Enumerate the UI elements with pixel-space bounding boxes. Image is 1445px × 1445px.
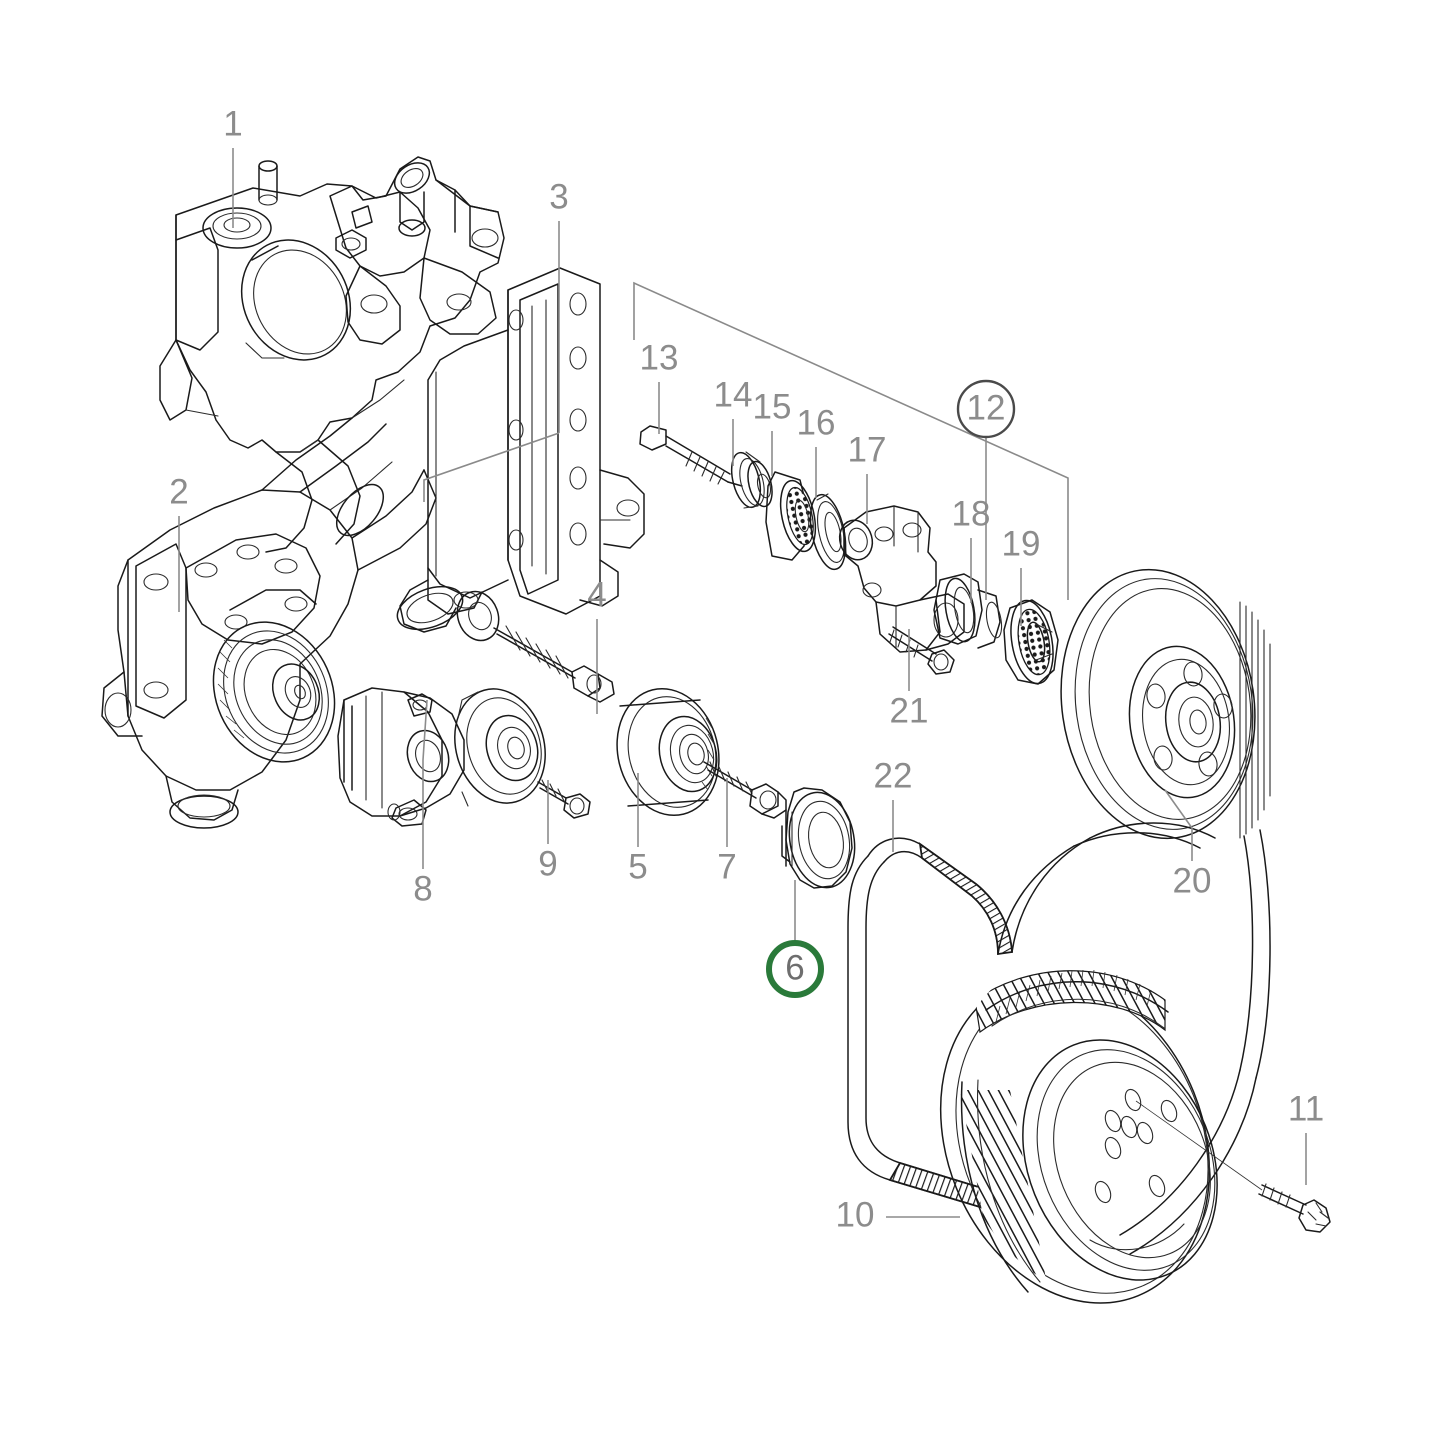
part-7-idler-bolt [703, 761, 787, 819]
callout-label-9[interactable]: 9 [538, 844, 557, 883]
part-10-crankshaft-damper [939, 969, 1218, 1310]
part-15-inner-bearing [765, 471, 817, 561]
callout-label-14[interactable]: 14 [714, 375, 753, 414]
part-2-water-pump [101, 417, 437, 829]
callout-label-22[interactable]: 22 [874, 756, 913, 795]
callout-circle-12[interactable] [956, 379, 1016, 439]
callout-label-5[interactable]: 5 [628, 847, 647, 886]
leader-8 [422, 699, 428, 869]
part-20-fan-drive-pulley [1060, 568, 1271, 840]
callout-label-21[interactable]: 21 [890, 691, 929, 730]
callout-label-7[interactable]: 7 [717, 847, 736, 886]
callout-label-15[interactable]: 15 [753, 387, 792, 426]
callout-label-1[interactable]: 1 [223, 104, 242, 143]
callout-label-8[interactable]: 8 [413, 869, 432, 908]
part-13-shaft-bolt [639, 425, 743, 487]
leader-lines [178, 148, 1307, 1218]
callout-label-16[interactable]: 16 [797, 403, 836, 442]
part-8-belt-tensioner [337, 687, 546, 827]
callout-label-2[interactable]: 2 [169, 472, 188, 511]
part-9-tensioner-bolt [537, 779, 591, 819]
part-21-bracket-bolt [888, 626, 955, 675]
callout-label-4[interactable]: 4 [587, 575, 606, 614]
part-18-fan-shaft [933, 573, 1003, 649]
part-4-long-bolt [493, 625, 615, 703]
part-19-outer-bearing [1003, 599, 1059, 685]
part-1-compressor [159, 156, 505, 553]
callout-label-20[interactable]: 20 [1173, 861, 1212, 900]
part-5-idler-pulley [616, 687, 720, 817]
callout-label-10[interactable]: 10 [836, 1195, 875, 1234]
callout-label-13[interactable]: 13 [640, 338, 679, 377]
bracket-group-12 [423, 281, 1069, 600]
part-22-serpentine-belt [847, 822, 1271, 1255]
part-17-fan-bracket [838, 505, 965, 653]
callout-label-3[interactable]: 3 [549, 177, 568, 216]
callout-label-18[interactable]: 18 [952, 494, 991, 533]
callout-label-6[interactable]: 6 [785, 948, 804, 987]
callout-label-19[interactable]: 19 [1002, 524, 1041, 563]
callout-labels: 1 2 3 4 5 6 7 8 9 10 11 12 13 14 15 16 1… [169, 104, 1324, 1234]
leader-20 [1164, 789, 1193, 861]
part-14-washer [730, 451, 773, 509]
callout-circle-6[interactable] [766, 940, 824, 998]
part-11-crankshaft-bolt [1135, 1100, 1331, 1233]
callout-label-17[interactable]: 17 [848, 430, 887, 469]
part-6-pulley-cover-ring [781, 787, 856, 889]
callout-label-12[interactable]: 12 [967, 388, 1006, 427]
callout-label-11[interactable]: 11 [1288, 1089, 1324, 1128]
